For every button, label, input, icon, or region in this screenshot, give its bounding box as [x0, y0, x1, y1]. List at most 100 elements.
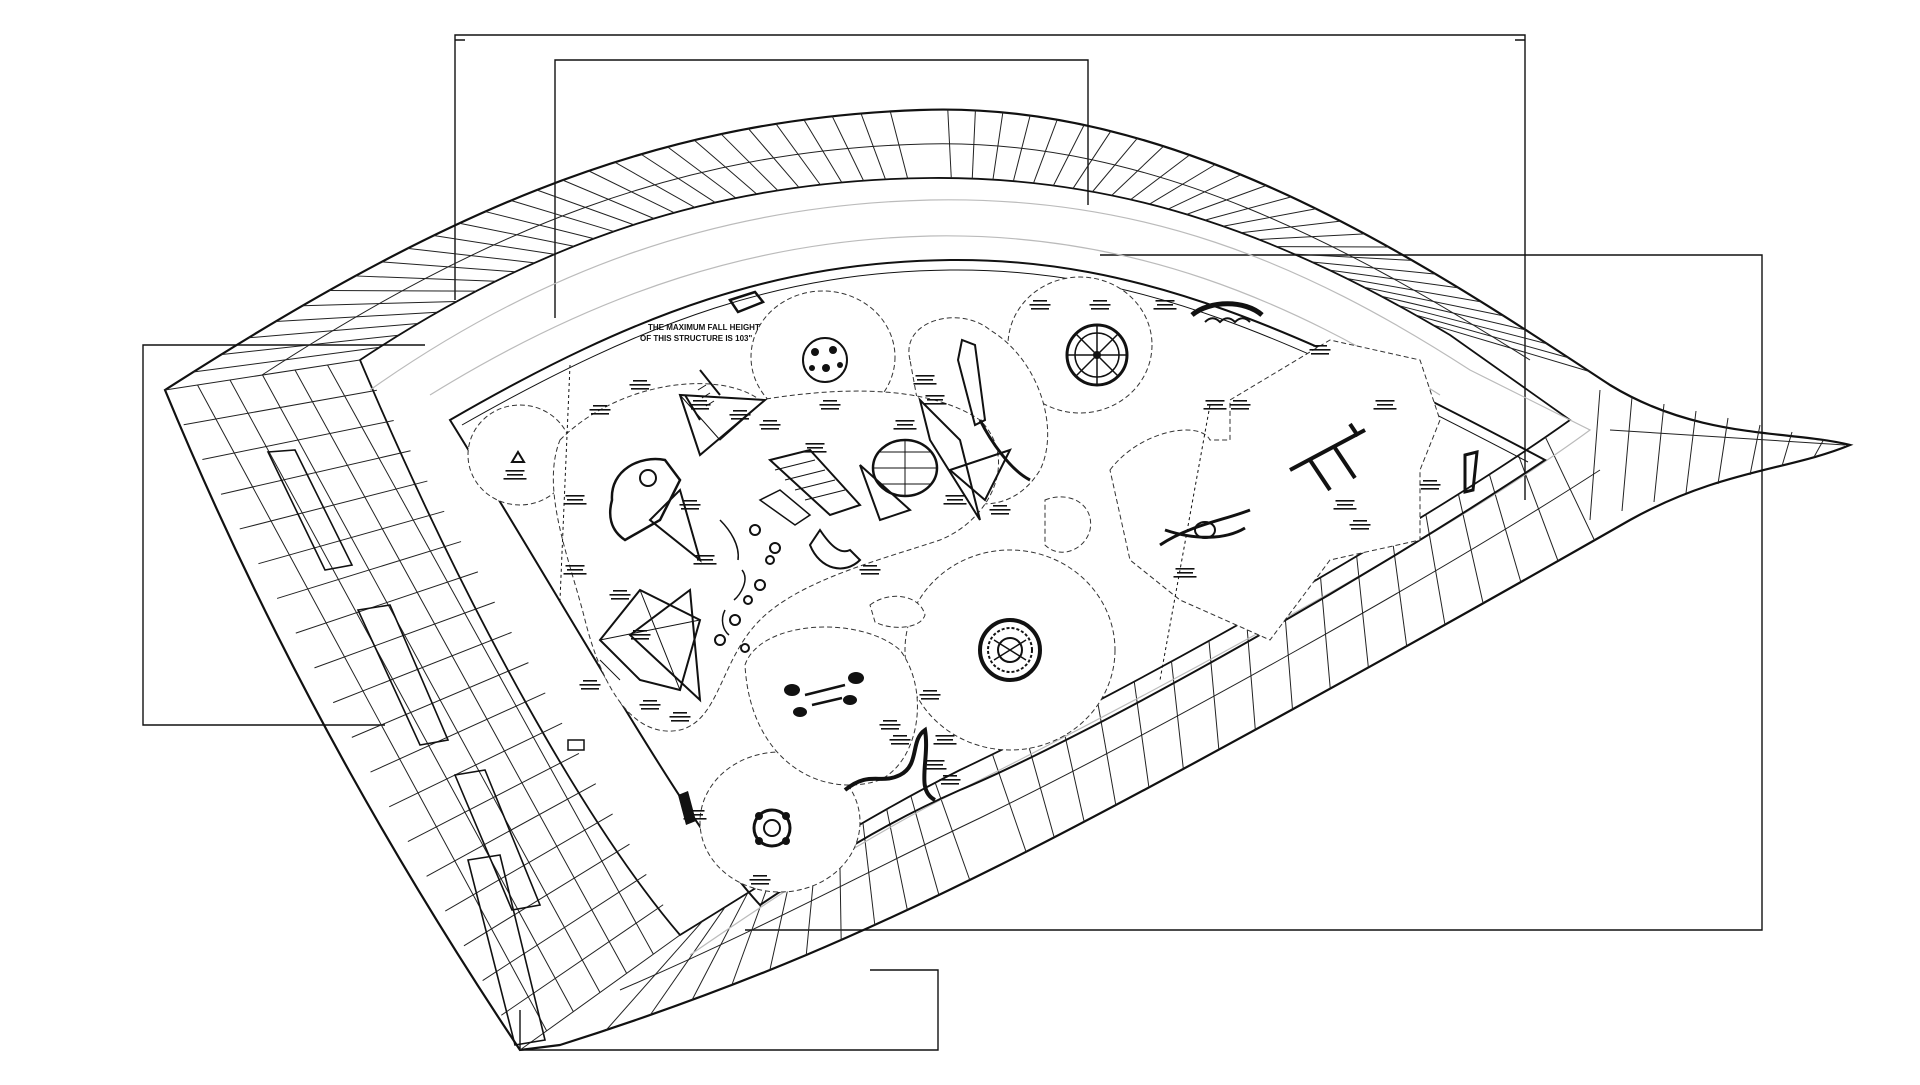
- callout-text-line: [506, 470, 525, 472]
- dimension-lines: [143, 35, 1762, 1050]
- callout-text-line: [683, 500, 697, 502]
- merry-go-round-top: [1067, 325, 1127, 385]
- callout-text-line: [936, 735, 955, 737]
- callout-text-line: [897, 424, 913, 426]
- callout-text-line: [1204, 408, 1227, 410]
- bench-bottom-left: [678, 791, 696, 825]
- callout-text-line: [567, 499, 583, 501]
- callout-text-line: [1350, 524, 1371, 526]
- callout-text-line: [1206, 400, 1225, 402]
- callout-text-line: [883, 720, 897, 722]
- callout-text-line: [1374, 408, 1397, 410]
- callout-text-line: [564, 573, 587, 575]
- callout-text-line: [564, 503, 587, 505]
- callout-text-line: [697, 559, 713, 561]
- paving-joint: [1686, 411, 1696, 493]
- callout-text-line: [941, 783, 959, 785]
- callout-text-line: [807, 447, 823, 449]
- callout-text-line: [753, 875, 767, 877]
- callout-text-line: [750, 879, 771, 881]
- callout-text-line: [1377, 404, 1393, 406]
- callout-text-line: [591, 413, 609, 415]
- callout-text-line: [923, 690, 937, 692]
- callout-text-line: [504, 478, 527, 480]
- callout-text-line: [593, 405, 607, 407]
- arc-bench: [1192, 304, 1262, 315]
- callout-text-line: [680, 504, 701, 506]
- callout-text-line: [881, 728, 899, 730]
- callout-text-line: [631, 388, 649, 390]
- paving-joint: [1246, 620, 1255, 730]
- callout-text-line: [633, 630, 647, 632]
- callout-text-line: [1156, 300, 1175, 302]
- callout-text-line: [684, 818, 707, 820]
- callout-text-line: [507, 474, 523, 476]
- callout-text-line: [924, 403, 947, 405]
- callout-text-line: [990, 509, 1011, 511]
- callout-text-line: [731, 418, 749, 420]
- callout-text-line: [1313, 345, 1327, 347]
- paving-joint: [1654, 404, 1664, 502]
- callout-text-line: [1157, 304, 1173, 306]
- callout-text-line: [821, 408, 839, 410]
- paving-joint: [1782, 432, 1792, 466]
- callout-text-line: [944, 503, 967, 505]
- callout-text-line: [630, 634, 651, 636]
- callout-text-line: [643, 700, 657, 702]
- callout-text-line: [880, 724, 901, 726]
- callout-text-line: [763, 420, 777, 422]
- callout-text-line: [761, 428, 779, 430]
- callout-text-line: [1351, 528, 1369, 530]
- callout-text-line: [1093, 300, 1107, 302]
- callout-text-line: [1311, 353, 1329, 355]
- callout-text-line: [1233, 400, 1247, 402]
- callout-text-line: [1337, 504, 1353, 506]
- callout-text-line: [943, 775, 957, 777]
- callout-text-line: [1176, 568, 1195, 570]
- callout-text-line: [1353, 520, 1367, 522]
- callout-text-line: [891, 743, 909, 745]
- callout-text-line: [693, 400, 707, 402]
- callout-text-line: [917, 379, 933, 381]
- callout-text-line: [993, 505, 1007, 507]
- callout-text-line: [940, 779, 961, 781]
- callout-text-line: [610, 594, 631, 596]
- paving-joint: [650, 907, 725, 1015]
- callout-text-line: [681, 508, 699, 510]
- callout-text-line: [760, 424, 781, 426]
- callout-text-line: [1090, 304, 1111, 306]
- callout-text-line: [924, 768, 947, 770]
- callout-text-line: [1177, 572, 1193, 574]
- callout-text-line: [1031, 308, 1049, 310]
- fall-height-note-line1: THE MAXIMUM FALL HEIGHT: [648, 323, 760, 332]
- callout-text-line: [927, 764, 943, 766]
- callout-text-line: [804, 451, 827, 453]
- paving-joint: [1518, 455, 1558, 561]
- callout-text-line: [581, 688, 599, 690]
- callout-text-line: [733, 410, 747, 412]
- fall-height-note: THE MAXIMUM FALL HEIGHT OF THIS STRUCTUR…: [640, 323, 760, 343]
- callout-text-line: [1423, 480, 1437, 482]
- callout-text-line: [751, 883, 769, 885]
- callout-text-line: [823, 400, 837, 402]
- callout-text-line: [926, 760, 945, 762]
- callout-text-line: [1420, 484, 1441, 486]
- callout-text-line: [687, 814, 703, 816]
- callout-text-line: [947, 499, 963, 501]
- callout-text-line: [580, 684, 601, 686]
- callout-text-line: [613, 590, 627, 592]
- callout-text-line: [926, 395, 945, 397]
- callout-text-line: [670, 716, 691, 718]
- callout-text-line: [1207, 404, 1223, 406]
- callout-text-line: [1376, 400, 1395, 402]
- callout-text-line: [671, 720, 689, 722]
- callout-text-line: [894, 428, 917, 430]
- callout-text-line: [1336, 500, 1355, 502]
- callout-text-line: [694, 563, 717, 565]
- paving-joint: [1458, 494, 1483, 603]
- paving-joint: [1622, 397, 1632, 511]
- callout-text-line: [1154, 308, 1177, 310]
- callout-text-line: [640, 704, 661, 706]
